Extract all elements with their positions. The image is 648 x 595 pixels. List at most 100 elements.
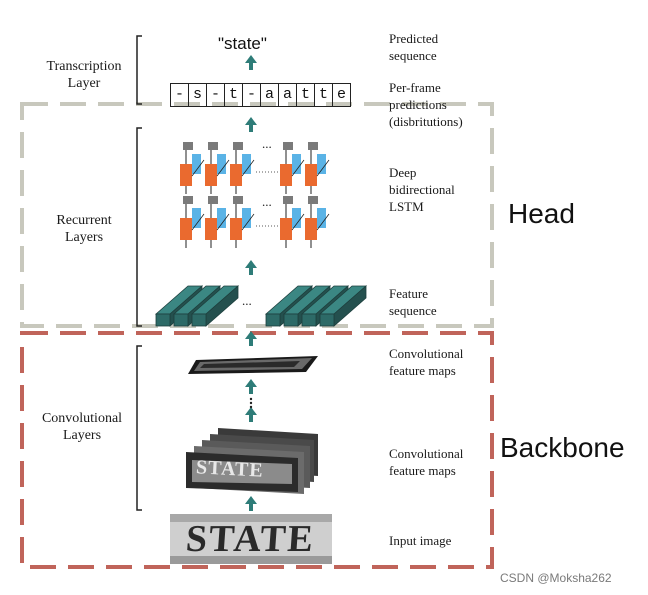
- lstm-cell: [305, 196, 330, 248]
- lstm-output-node: [208, 196, 218, 204]
- lstm-backward-unit: [292, 154, 301, 174]
- lstm-link: [316, 213, 330, 231]
- lstm-backward-unit: [242, 208, 251, 228]
- lstm-forward-unit: [180, 218, 192, 240]
- frame-char: t: [225, 84, 243, 106]
- lstm-forward-unit: [205, 218, 217, 240]
- lstm-forward-unit: [230, 164, 242, 186]
- frame-char: -: [207, 84, 225, 106]
- arrow-icon: [245, 55, 257, 70]
- lstm-output-node: [183, 196, 193, 204]
- recurrent-layers-label: Recurrent Layers: [56, 213, 112, 245]
- lstm-cell: [180, 142, 205, 194]
- lstm-output-node: [233, 196, 243, 204]
- head-title: Head: [508, 198, 575, 229]
- per-frame-predictions-label: Per-frame predictions (disbritutions): [389, 80, 463, 129]
- input-image-text: STATE: [184, 518, 317, 560]
- lstm-link: [291, 213, 305, 231]
- lstm-output-node: [283, 196, 293, 204]
- frame-char: s: [189, 84, 207, 106]
- feature-block-front: [319, 313, 335, 327]
- lstm-backward-unit: [217, 208, 226, 228]
- arrow-icon: [245, 379, 257, 394]
- lstm-backward-unit: [192, 154, 201, 174]
- transcription-layer-label: Transcription Layer: [46, 59, 122, 91]
- frame-char: a: [279, 84, 297, 106]
- feature-block: [190, 285, 240, 327]
- lstm-output-node: [283, 142, 293, 150]
- lstm-backward-unit: [317, 154, 326, 174]
- lstm-backward-unit: [217, 154, 226, 174]
- conv-map-text: STATE: [195, 456, 265, 482]
- lstm-output-node: [208, 142, 218, 150]
- lstm-output-node: [308, 196, 318, 204]
- lstm-cell: [205, 142, 230, 194]
- lstm-link: [191, 159, 205, 177]
- lstm-link: [291, 159, 305, 177]
- feature-block-front: [265, 313, 281, 327]
- lstm-forward-unit: [280, 218, 292, 240]
- lstm-backward-unit: [242, 154, 251, 174]
- lstm-link: [216, 213, 230, 231]
- deep-lstm-label: Deep bidirectional LSTM: [389, 165, 455, 214]
- feature-block: [318, 285, 368, 327]
- lstm-forward-unit: [280, 164, 292, 186]
- frame-char: t: [315, 84, 333, 106]
- input-image: [170, 514, 332, 564]
- conv-feature-maps-top: [188, 356, 318, 374]
- feature-block-front: [301, 313, 317, 327]
- lstm-cell: [205, 196, 230, 248]
- frame-char: a: [261, 84, 279, 106]
- arrow-icon: [245, 407, 257, 422]
- predicted-sequence-label: Predicted sequence: [389, 31, 439, 63]
- lstm-backward-unit: [292, 208, 301, 228]
- bracket-recurrent: [136, 127, 142, 327]
- head-box: [20, 102, 494, 328]
- frame-char: -: [171, 84, 189, 106]
- lstm-cell: [230, 196, 255, 248]
- conv-feature-maps-top-label: Convolutional feature maps: [389, 346, 464, 378]
- feature-sequence-label: Feature sequence: [389, 286, 437, 318]
- arrow-icon: [245, 331, 257, 346]
- feature-sequence: [154, 285, 368, 327]
- conv-feature-maps-bottom: [186, 428, 318, 494]
- arrow-icon: [245, 117, 257, 132]
- lstm-forward-unit: [205, 164, 217, 186]
- lstm-backward-unit: [317, 208, 326, 228]
- lstm-link: [191, 213, 205, 231]
- lstm-output-node: [183, 142, 193, 150]
- feature-block-front: [173, 313, 189, 327]
- lstm-forward-unit: [305, 164, 317, 186]
- lstm-link: [241, 213, 255, 231]
- feature-ellipsis: ...: [242, 293, 252, 308]
- arrow-icon: [245, 260, 257, 275]
- conv-ellipsis-dots: [249, 397, 253, 409]
- bracket-transcription: [136, 35, 142, 105]
- feature-block-front: [191, 313, 207, 327]
- lstm-forward-unit: [180, 164, 192, 186]
- feature-block-front: [283, 313, 299, 327]
- bracket-convolutional: [136, 345, 142, 511]
- input-image-label: Input image: [389, 533, 452, 548]
- lstm-ellipsis-bottom: ...: [262, 194, 272, 209]
- frame-char: e: [336, 86, 346, 103]
- feature-block-front: [155, 313, 171, 327]
- frame-char: t: [297, 84, 315, 106]
- lstm-ellipsis-top: ...: [262, 136, 272, 151]
- lstm-forward-unit: [230, 218, 242, 240]
- lstm-output-node: [308, 142, 318, 150]
- lstm-grid: [180, 142, 330, 248]
- backbone-box: [20, 331, 494, 569]
- lstm-cell: [280, 142, 305, 194]
- lstm-cell: [230, 142, 255, 194]
- lstm-cell: [180, 196, 205, 248]
- convolutional-layers-label: Convolutional Layers: [41, 411, 123, 443]
- frame-char: -: [243, 84, 261, 106]
- lstm-forward-unit: [305, 218, 317, 240]
- lstm-link: [241, 159, 255, 177]
- backbone-title: Backbone: [500, 432, 625, 463]
- lstm-cell: [305, 142, 330, 194]
